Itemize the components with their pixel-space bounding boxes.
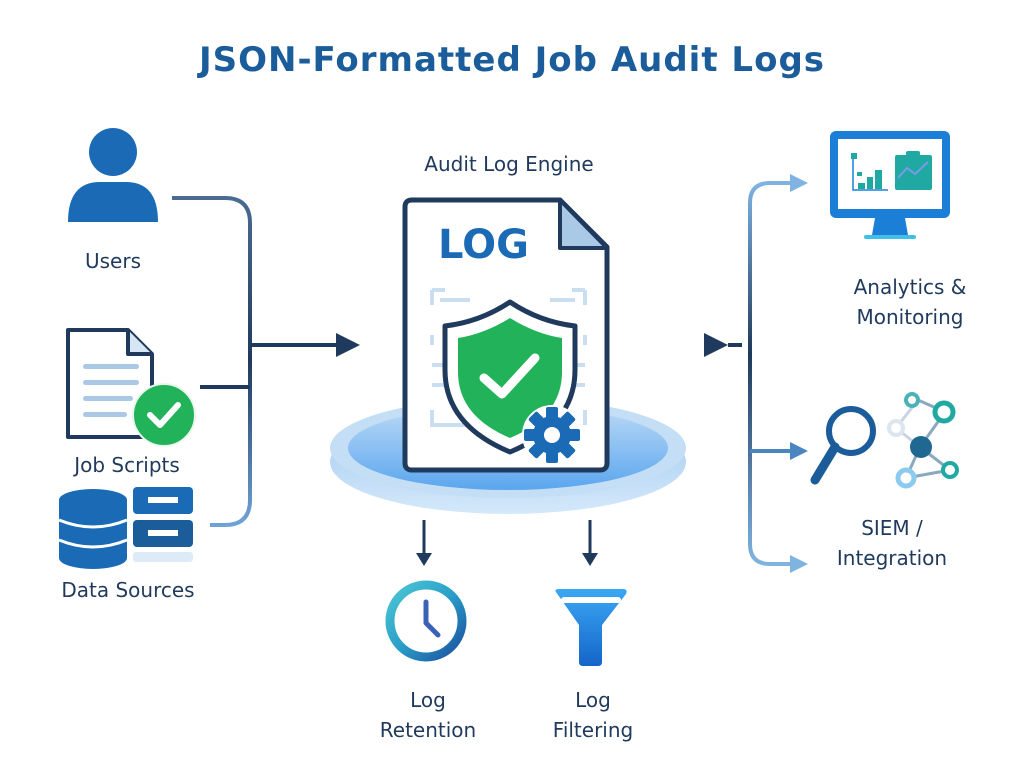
output-label-siem-line2: Integration — [836, 546, 948, 570]
search-network-icon — [810, 392, 959, 489]
output-label-analytics-line1: Analytics & — [853, 275, 967, 299]
input-arrow-head-icon — [336, 333, 360, 357]
output-label-analytics-line2: Monitoring — [856, 305, 964, 329]
bottom-label-retention: Log Retention — [358, 685, 498, 745]
user-icon — [68, 128, 158, 222]
clock-icon — [385, 580, 467, 662]
bottom-label-filtering: Log Filtering — [523, 685, 663, 745]
input-bracket-line — [172, 196, 252, 527]
database-icon — [58, 487, 193, 569]
output-label-analytics: Analytics & Monitoring — [830, 272, 990, 332]
monitor-chart-icon — [830, 131, 950, 239]
input-label-users: Users — [84, 249, 141, 273]
integration-arrow-head-icon — [790, 555, 808, 573]
engine-label: Audit Log Engine — [424, 152, 594, 176]
bottom-label-retention-line1: Log — [410, 688, 446, 712]
output-connectors — [648, 174, 808, 573]
siem-arrow-head-icon — [790, 442, 808, 460]
log-document-text: LOG — [438, 222, 529, 268]
bottom-label-filtering-line2: Filtering — [552, 718, 634, 742]
output-arrow-head-icon — [704, 333, 728, 357]
output-label-siem-line1: SIEM / — [861, 516, 923, 540]
diagram-title: JSON-Formatted Job Audit Logs — [198, 40, 826, 80]
gear-icon — [522, 405, 582, 465]
input-connectors — [172, 196, 360, 527]
input-label-data-sources: Data Sources — [61, 578, 195, 602]
output-label-siem: SIEM / Integration — [812, 513, 972, 573]
bottom-arrows — [416, 520, 598, 566]
retention-arrow-head-icon — [416, 553, 432, 566]
bottom-label-filtering-line1: Log — [575, 688, 611, 712]
bottom-label-retention-line2: Retention — [379, 718, 477, 742]
analytics-arrow-head-icon — [790, 174, 808, 192]
filter-icon — [555, 589, 627, 666]
input-label-job-scripts: Job Scripts — [74, 453, 180, 477]
filtering-arrow-head-icon — [582, 553, 598, 566]
script-document-check-icon — [66, 328, 196, 447]
log-document-icon: LOG — [402, 197, 610, 473]
